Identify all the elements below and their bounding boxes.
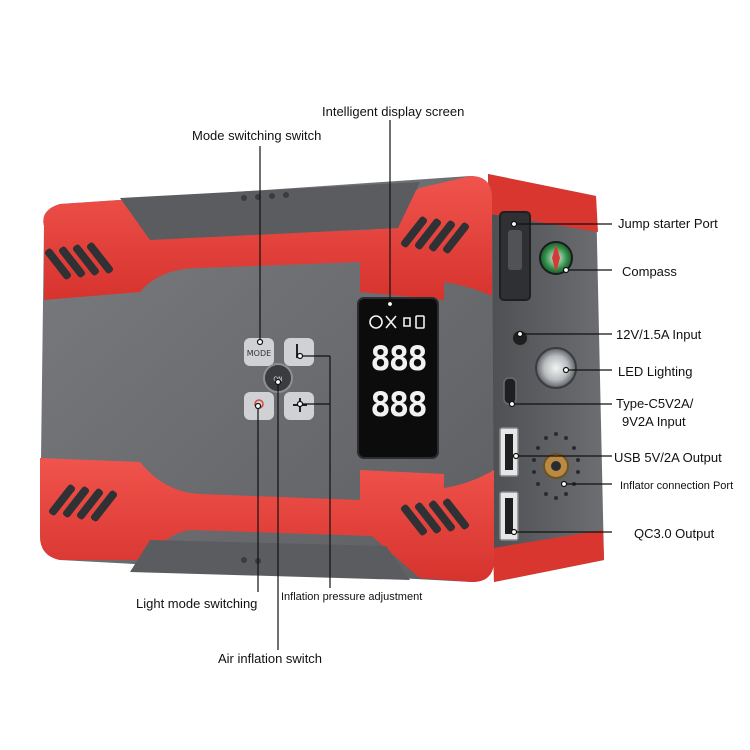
side-red-bottom: [493, 530, 604, 582]
top-strip: [120, 182, 420, 240]
vent-bottom-left: [48, 484, 118, 522]
label-compass: Compass: [622, 264, 677, 279]
device-body: MODE ON 888 888: [40, 174, 604, 582]
callout-dots: [254, 220, 570, 536]
side-components: [499, 211, 580, 541]
bottom-vent-dot: [241, 557, 247, 563]
label-light-mode-switching: Light mode switching: [136, 596, 258, 611]
display-icons: [369, 315, 425, 329]
label-inflation-pressure-adjustment: Inflation pressure adjustment: [281, 591, 423, 603]
callouts: [257, 120, 612, 650]
label-12v-input: 12V/1.5A Input: [616, 327, 702, 342]
label-led-lighting: LED Lighting: [618, 364, 693, 379]
display-digits-lower: 888: [370, 385, 426, 425]
label-jump-starter-port: Jump starter Port: [618, 216, 718, 231]
label-inflator-port: Inflator connection Port: [620, 480, 734, 492]
label-mode-switching-switch: Mode switching switch: [192, 128, 322, 143]
type-c-port[interactable]: [503, 377, 517, 405]
top-vent-dot: [269, 193, 275, 199]
inflator-grille: [532, 432, 580, 500]
vent-top-right: [400, 216, 470, 254]
vent-bottom-right: [400, 498, 470, 536]
top-vent-dot: [283, 192, 289, 198]
display-screen: 888 888: [357, 297, 439, 459]
label-type-c-line1: Type-C5V2A/: [616, 396, 694, 411]
label-air-inflation-switch: Air inflation switch: [218, 651, 323, 666]
bottom-strip: [130, 540, 410, 580]
svg-text:MODE: MODE: [247, 349, 271, 358]
label-qc-output: QC3.0 Output: [634, 526, 715, 541]
label-type-c-line2: 9V2A Input: [622, 414, 686, 429]
label-intelligent-display-screen: Intelligent display screen: [322, 104, 465, 119]
label-usb-output: USB 5V/2A Output: [614, 450, 722, 465]
display-digits: 888: [370, 339, 426, 379]
minus-button[interactable]: [284, 338, 314, 366]
top-vent-dot: [241, 195, 247, 201]
mode-button[interactable]: [244, 338, 274, 366]
led-light: [535, 347, 577, 389]
vent-top-left: [44, 242, 114, 280]
